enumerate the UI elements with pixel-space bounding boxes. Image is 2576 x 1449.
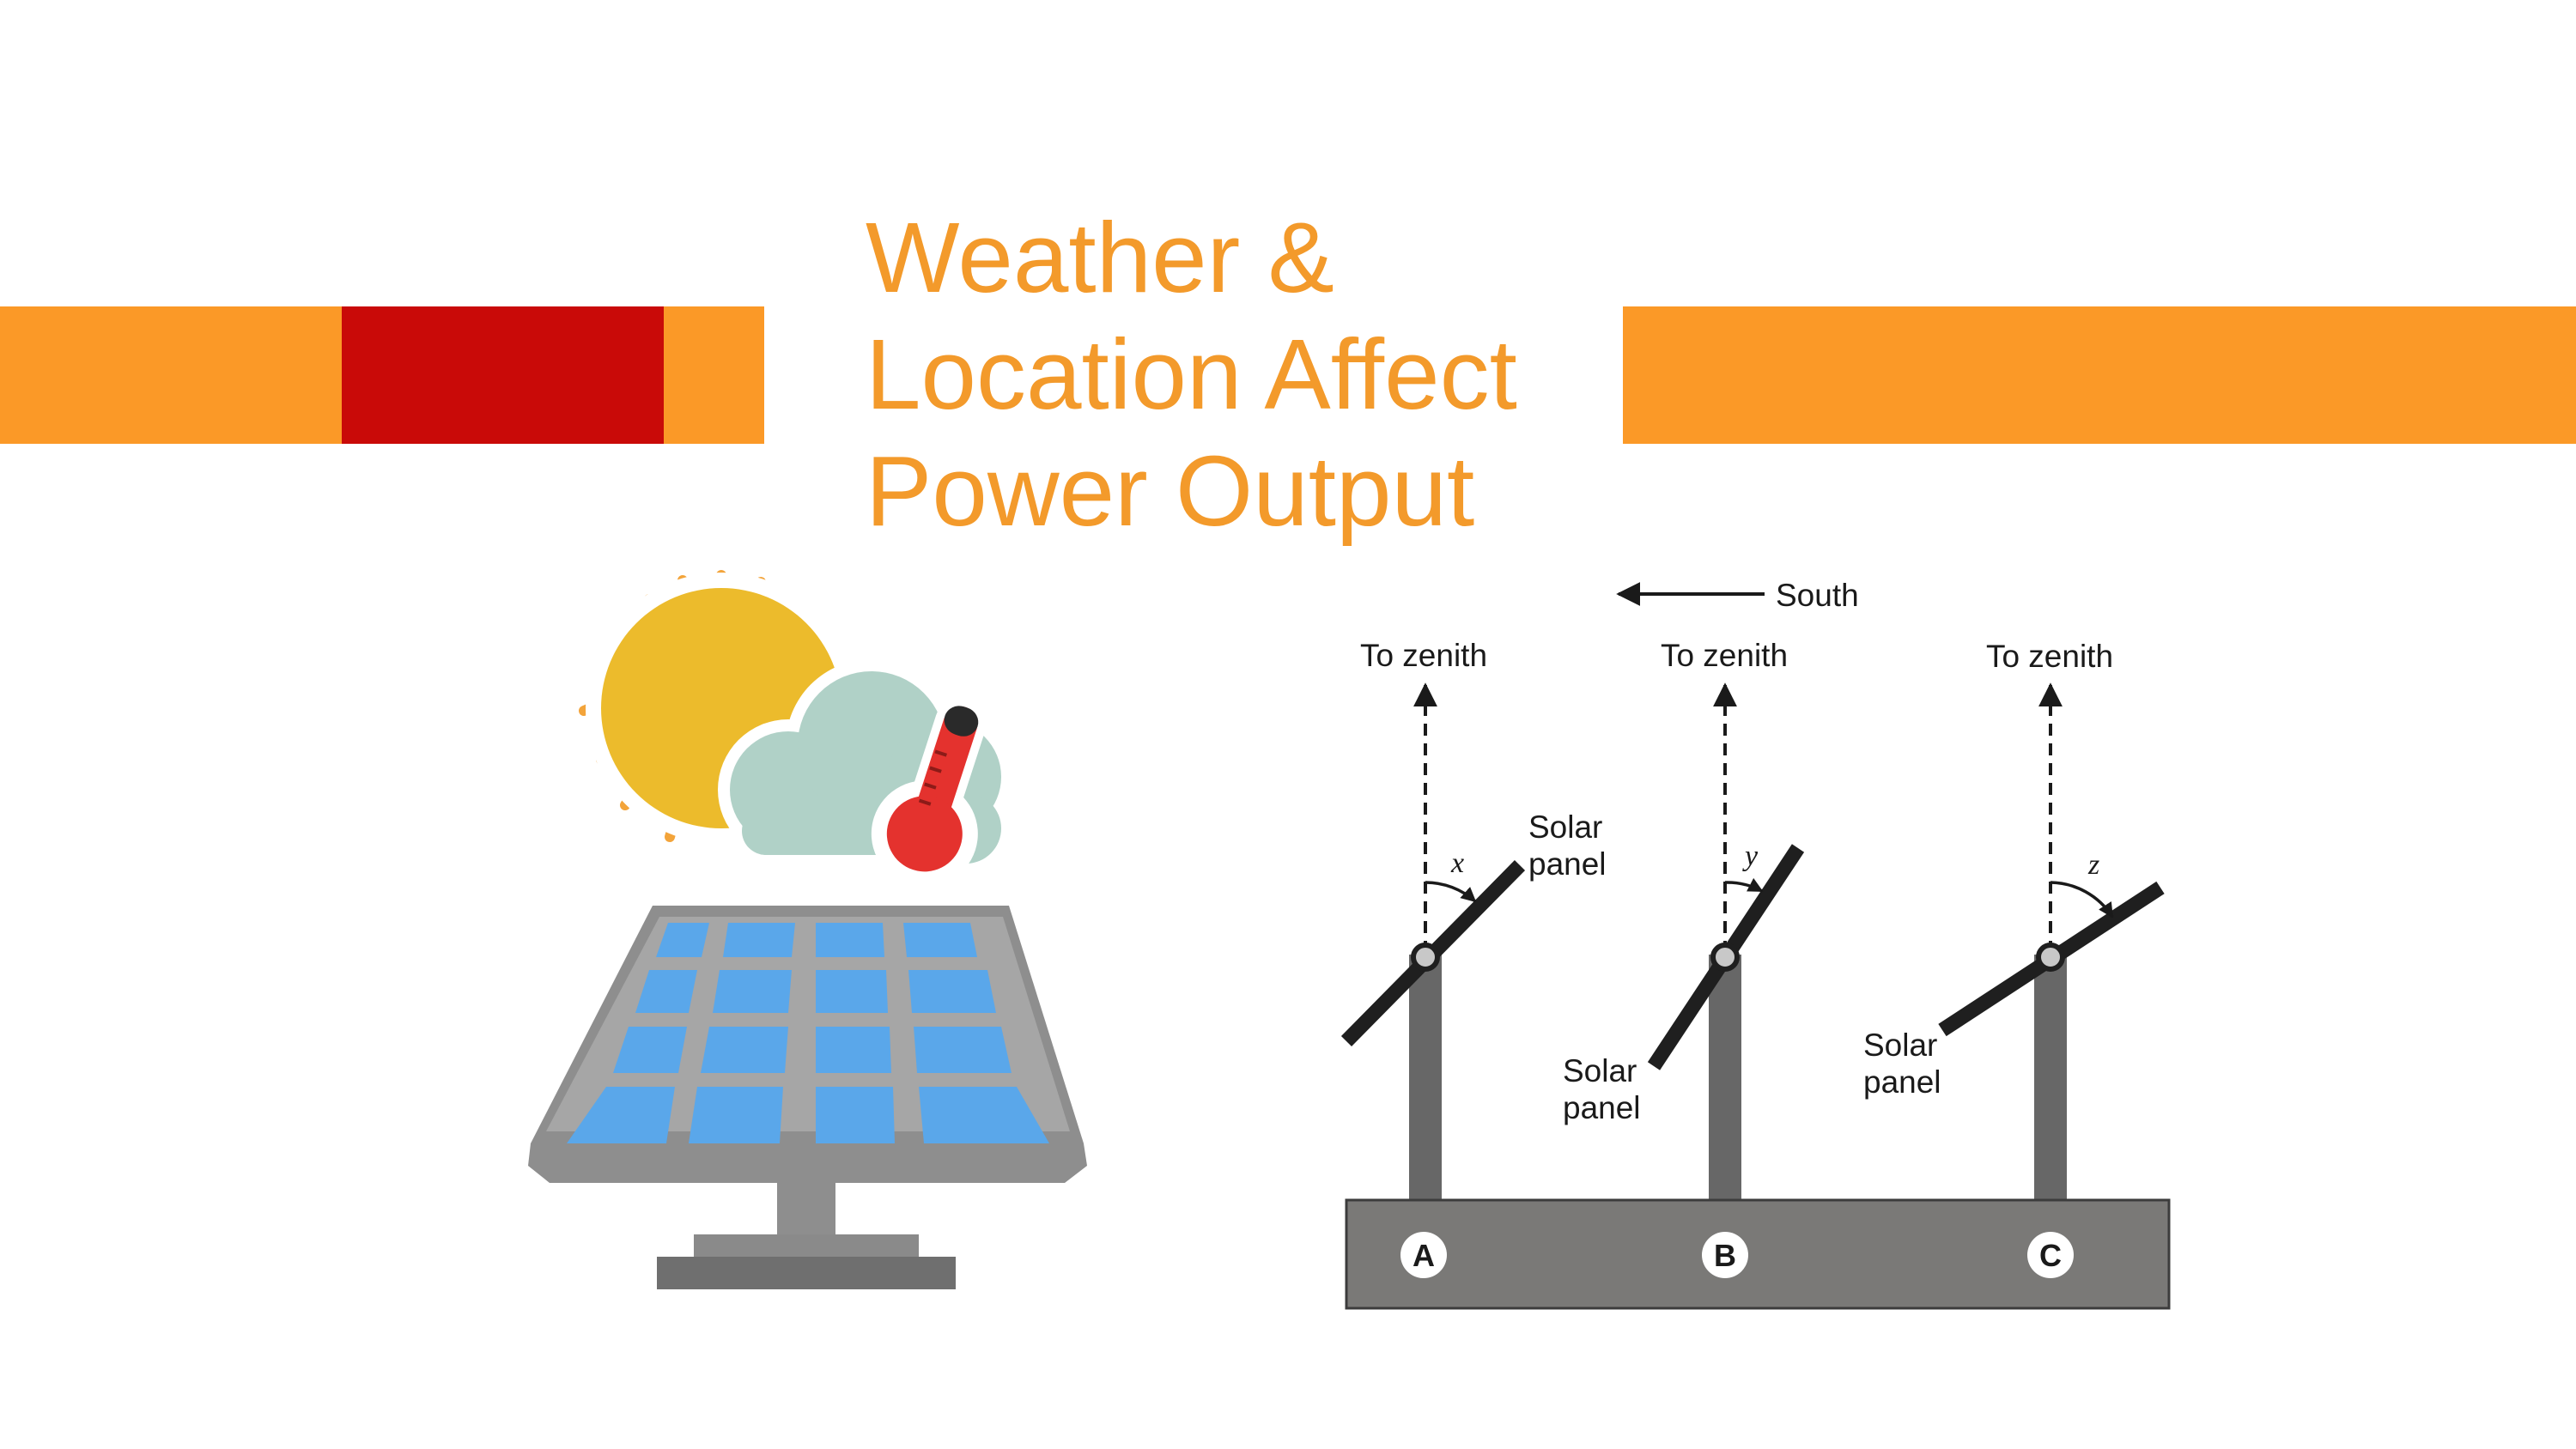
post-c — [2034, 955, 2067, 1203]
tilt-angle-diagram: South To zenith To zenith To zenith — [1340, 578, 2171, 1310]
panel-label-b-line1: Solar — [1563, 1053, 1637, 1088]
panel-label-a-line2: panel — [1528, 846, 1607, 882]
station-badge-b: B — [1702, 1232, 1748, 1278]
thermometer-icon — [871, 697, 987, 888]
pivot-a — [1411, 943, 1440, 972]
weather-solar-illustration — [528, 570, 1087, 1289]
angle-arc-a — [1425, 881, 1477, 903]
station-letter-c: C — [2039, 1238, 2062, 1273]
title-line-1: Weather & — [866, 202, 1334, 313]
south-label: South — [1776, 578, 1859, 613]
post-a — [1409, 955, 1442, 1203]
post-b — [1709, 955, 1741, 1203]
panel-label-a-line1: Solar — [1528, 809, 1602, 845]
solar-panel-icon — [528, 906, 1087, 1289]
pivot-c — [2036, 943, 2065, 972]
zenith-label-a: To zenith — [1360, 638, 1487, 673]
station-badge-c: C — [2027, 1232, 2074, 1278]
zenith-label-b: To zenith — [1661, 638, 1788, 673]
slide-title: Weather & Location Affect Power Output — [866, 199, 1587, 549]
panel-label-c-line2: panel — [1863, 1064, 1941, 1100]
station-letter-a: A — [1413, 1238, 1435, 1273]
panel-label-c-line1: Solar — [1863, 1028, 1937, 1063]
panel-label-c: Solar panel — [1863, 1028, 1941, 1100]
title-line-3: Power Output — [866, 435, 1475, 547]
angle-label-b: y — [1742, 840, 1759, 872]
panel-label-b-line2: panel — [1563, 1090, 1641, 1125]
pivot-b — [1710, 943, 1740, 972]
angle-arc-b — [1724, 877, 1764, 893]
angle-label-a: x — [1450, 847, 1464, 879]
red-block — [342, 306, 664, 444]
station-letter-b: B — [1714, 1238, 1736, 1273]
angle-arc-c — [2050, 881, 2114, 919]
angle-label-c: z — [2087, 849, 2099, 881]
title-line-2: Location Affect — [866, 318, 1517, 430]
zenith-label-c: To zenith — [1986, 639, 2113, 674]
orange-bar-right — [1623, 306, 2576, 444]
panel-label-b: Solar panel — [1563, 1053, 1641, 1125]
station-badge-a: A — [1400, 1232, 1447, 1278]
panel-label-a: Solar panel — [1528, 809, 1607, 882]
